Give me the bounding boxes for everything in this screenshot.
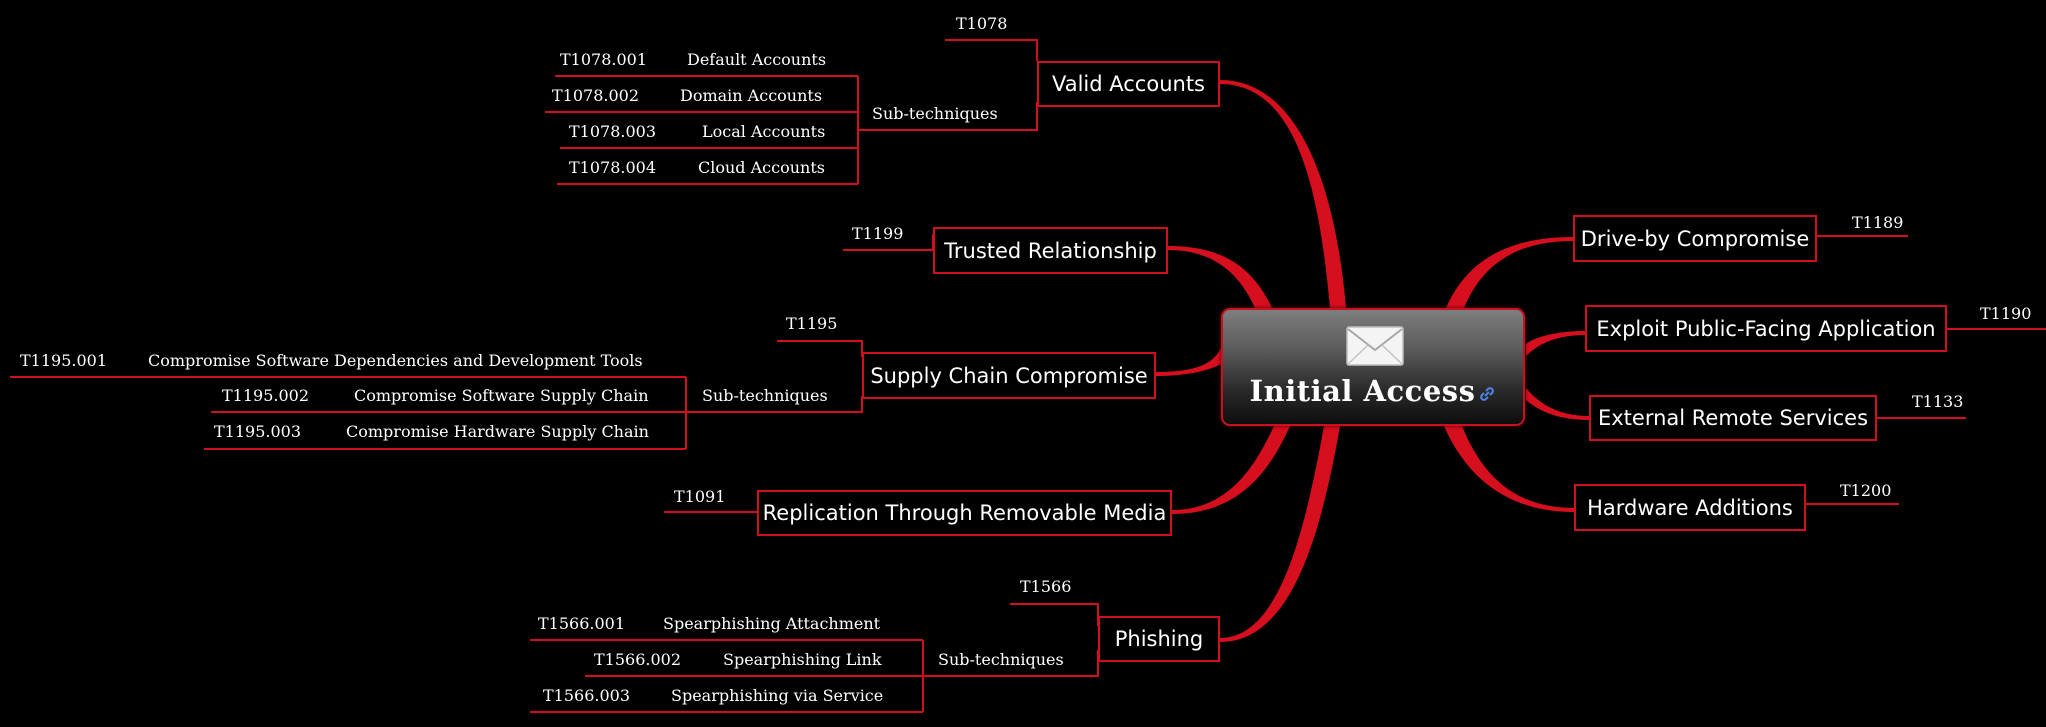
- sub-technique-name: Spearphishing Attachment: [663, 614, 881, 633]
- topic-hardware-additions[interactable]: Hardware Additions: [1574, 484, 1806, 531]
- sub-technique-id: T1078.004: [569, 158, 657, 177]
- topic-exploit-public-facing-application[interactable]: Exploit Public-Facing Application: [1585, 305, 1947, 352]
- sub-techniques-label: Sub-techniques: [872, 104, 998, 123]
- topic-trusted-relationship[interactable]: Trusted Relationship: [933, 227, 1168, 274]
- topic-label: External Remote Services: [1597, 406, 1869, 430]
- sub-technique-id: T1566.002: [594, 650, 682, 669]
- central-topic[interactable]: Initial Access: [1221, 308, 1525, 426]
- topic-label: Valid Accounts: [1051, 72, 1205, 96]
- topic-label: Replication Through Removable Media: [762, 501, 1167, 525]
- topic-label: Phishing: [1114, 627, 1204, 651]
- sub-technique-id: T1566.001: [538, 614, 626, 633]
- topic-replication-through-removable-media[interactable]: Replication Through Removable Media: [757, 490, 1172, 536]
- sub-techniques-label: Sub-techniques: [702, 386, 828, 405]
- technique-id: T1190: [1980, 304, 2032, 323]
- topic-valid-accounts[interactable]: Valid Accounts: [1037, 61, 1220, 107]
- topic-supply-chain-compromise[interactable]: Supply Chain Compromise: [862, 352, 1156, 399]
- sub-technique-name: Cloud Accounts: [698, 158, 825, 177]
- sub-technique-name: Default Accounts: [687, 50, 827, 69]
- technique-id: T1189: [1852, 213, 1904, 232]
- sub-technique-id: T1195.001: [20, 351, 108, 370]
- technique-id: T1566: [1020, 577, 1072, 596]
- envelope-icon: [1346, 326, 1404, 366]
- topic-phishing[interactable]: Phishing: [1098, 616, 1220, 662]
- technique-id: T1091: [674, 487, 726, 506]
- sub-technique-name: Local Accounts: [702, 122, 826, 141]
- technique-id: T1199: [852, 224, 904, 243]
- technique-id: T1195: [786, 314, 838, 333]
- technique-id: T1200: [1840, 481, 1892, 500]
- sub-technique-name: Spearphishing via Service: [671, 686, 884, 705]
- topic-label: Trusted Relationship: [944, 238, 1157, 263]
- sub-technique-name: Compromise Hardware Supply Chain: [346, 422, 649, 441]
- sub-technique-id: T1078.001: [560, 50, 648, 69]
- central-title: Initial Access: [1223, 374, 1523, 408]
- sub-techniques-label: Sub-techniques: [938, 650, 1064, 669]
- topic-external-remote-services[interactable]: External Remote Services: [1589, 395, 1877, 441]
- sub-technique-name: Compromise Software Supply Chain: [354, 386, 649, 405]
- topic-label: Drive-by Compromise: [1580, 226, 1810, 251]
- technique-id: T1078: [956, 14, 1008, 33]
- topic-label: Hardware Additions: [1587, 495, 1793, 520]
- sub-technique-name: Domain Accounts: [680, 86, 823, 105]
- sub-technique-id: T1195.002: [222, 386, 310, 405]
- topic-label: Exploit Public-Facing Application: [1596, 316, 1936, 341]
- sub-technique-id: T1078.003: [569, 122, 657, 141]
- topic-drive-by-compromise[interactable]: Drive-by Compromise: [1573, 215, 1817, 262]
- central-title-text: Initial Access: [1249, 374, 1476, 408]
- sub-technique-name: Spearphishing Link: [723, 650, 882, 669]
- sub-technique-id: T1566.003: [543, 686, 631, 705]
- link-icon[interactable]: [1478, 385, 1496, 403]
- technique-id: T1133: [1912, 392, 1964, 411]
- topic-label: Supply Chain Compromise: [870, 363, 1148, 388]
- sub-technique-id: T1078.002: [552, 86, 640, 105]
- sub-technique-id: T1195.003: [214, 422, 302, 441]
- sub-technique-name: Compromise Software Dependencies and Dev…: [148, 351, 643, 370]
